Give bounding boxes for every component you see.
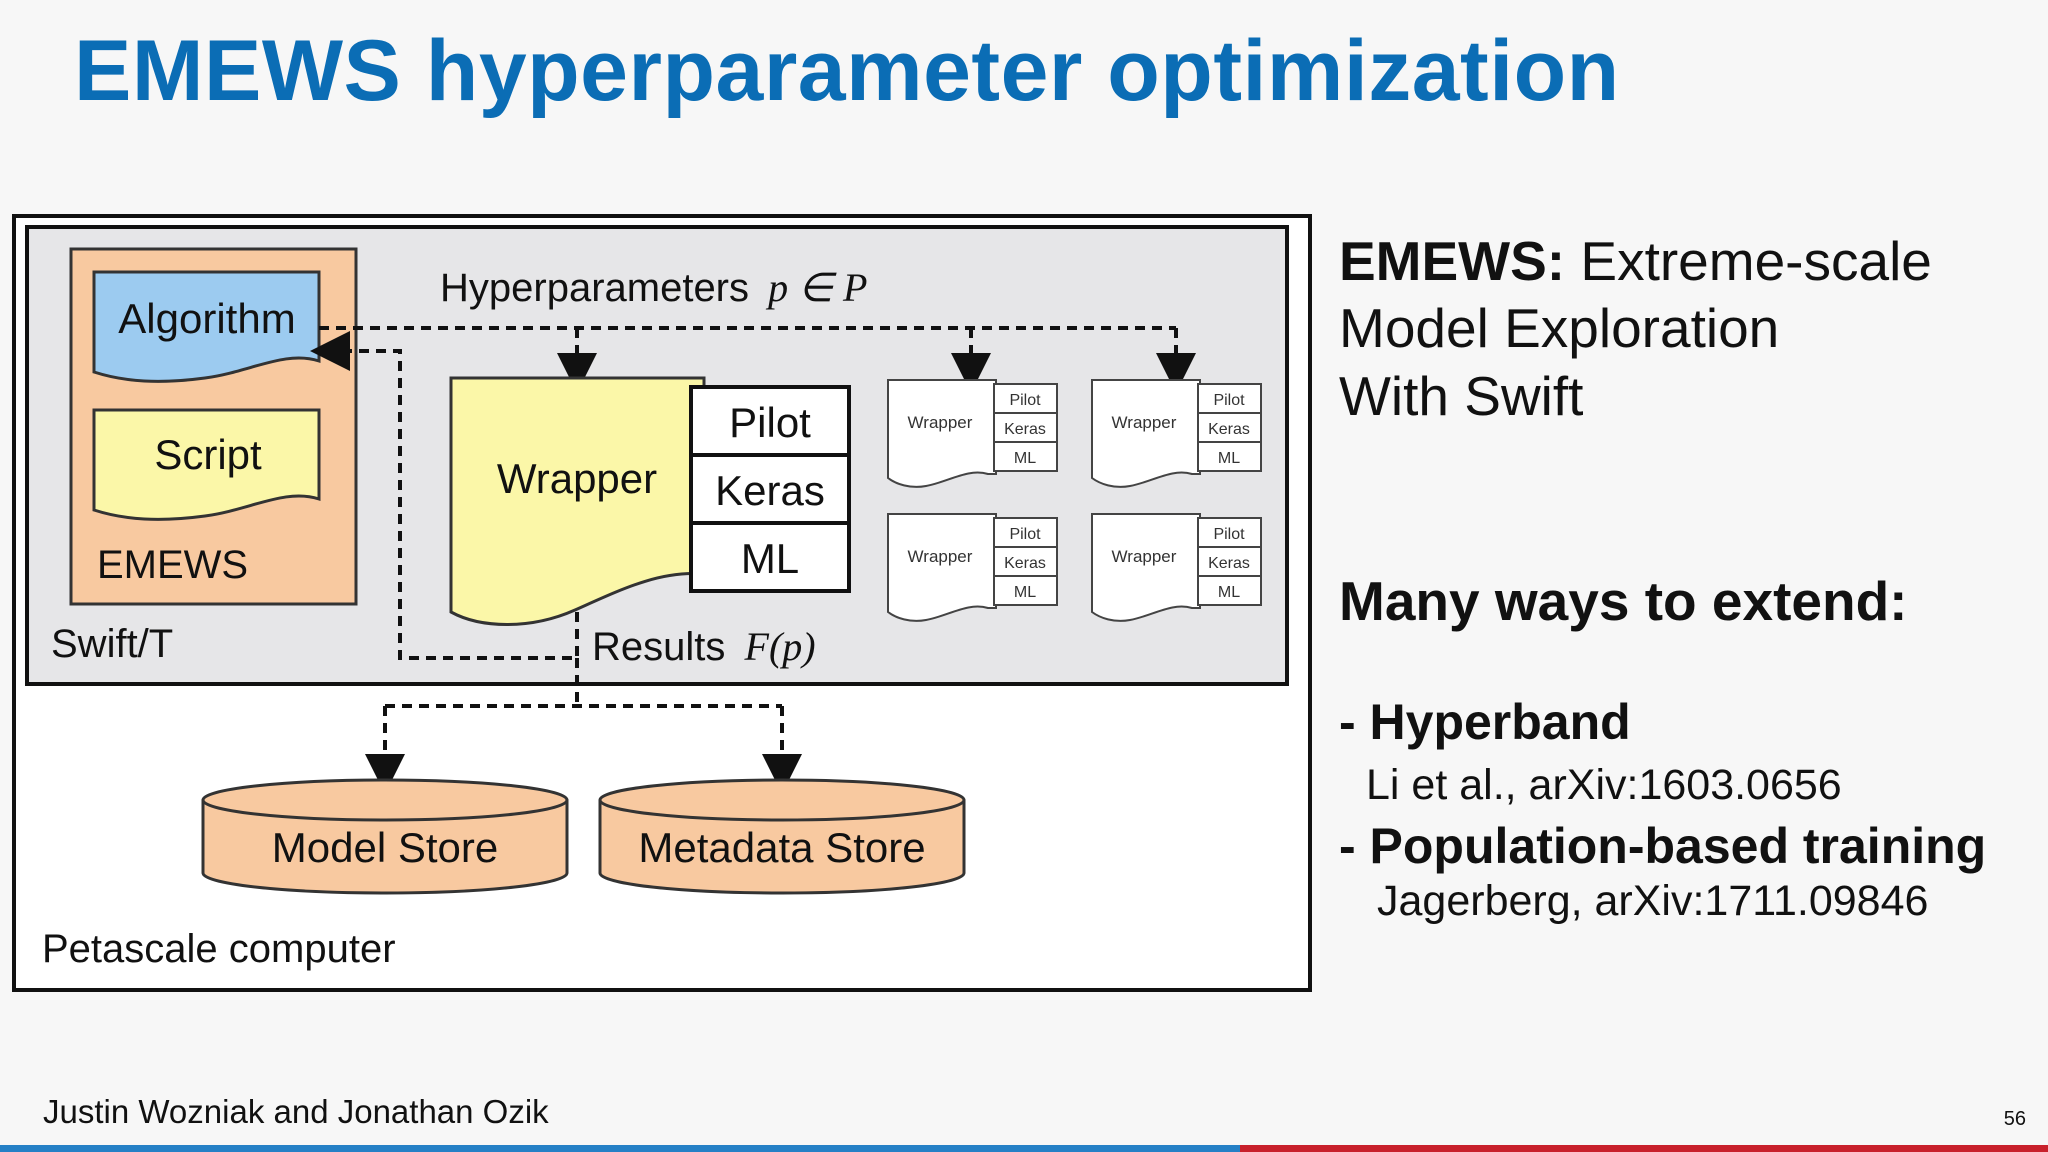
svg-text:Keras: Keras: [1004, 421, 1046, 438]
algorithm-label: Algorithm: [118, 295, 295, 342]
svg-text:Keras: Keras: [1208, 421, 1250, 438]
svg-text:ML: ML: [1218, 450, 1240, 467]
svg-text:Keras: Keras: [1208, 555, 1250, 572]
emews-definition-line1: EMEWS: Extreme-scale: [1339, 229, 1932, 293]
svg-text:Keras: Keras: [1004, 555, 1046, 572]
svg-text:ML: ML: [1014, 584, 1036, 601]
wrapper-document: [449, 376, 706, 626]
footer-bar-blue: [0, 1145, 1240, 1152]
wrapper-instance: Wrapper Pilot Keras ML: [887, 379, 1058, 488]
ml-box: [689, 521, 851, 593]
keras-label: Keras: [715, 467, 825, 514]
metadata-store-cylinder: [598, 778, 966, 895]
metadata-store-label: Metadata Store: [638, 824, 925, 871]
emews-definition-line3: With Swift: [1339, 365, 1584, 427]
svg-text:Pilot: Pilot: [1009, 526, 1041, 543]
extend-heading: Many ways to extend:: [1339, 570, 1908, 632]
wrapper-label: Wrapper: [497, 455, 657, 502]
pbt-item: - Population-based training: [1339, 818, 1987, 874]
swift-t-label: Swift/T: [51, 622, 173, 666]
svg-text:Pilot: Pilot: [1213, 392, 1245, 409]
keras-box: [689, 453, 851, 525]
pbt-reference: Jagerberg, arXiv:1711.09846: [1377, 877, 1929, 925]
footer-bar-red: [1240, 1145, 2048, 1152]
pilot-box: [689, 385, 851, 457]
hyperband-item: - Hyperband: [1339, 694, 1631, 750]
emews-architecture-diagram: Algorithm Script EMEWS Swift/T Hyperpara…: [12, 214, 1312, 992]
petascale-computer-label: Petascale computer: [42, 927, 396, 971]
slide-number: 56: [2003, 1108, 2026, 1130]
emews-definition-line2: Model Exploration: [1339, 297, 1780, 359]
svg-text:Wrapper: Wrapper: [1112, 413, 1177, 432]
slide-title: EMEWS hyperparameter optimization: [74, 23, 1620, 119]
wrapper-instance: Wrapper Pilot Keras ML: [1091, 513, 1262, 622]
svg-text:Wrapper: Wrapper: [908, 547, 973, 566]
wrapper-instance: Wrapper Pilot Keras ML: [1091, 379, 1262, 488]
emews-acronym: EMEWS:: [1339, 230, 1566, 292]
hyperparameters-label: Hyperparameters p ∈ P: [440, 265, 867, 310]
svg-text:Wrapper: Wrapper: [1112, 547, 1177, 566]
emews-expansion-part1: Extreme-scale: [1580, 230, 1932, 292]
svg-text:ML: ML: [1014, 450, 1036, 467]
hyperband-reference: Li et al., arXiv:1603.0656: [1366, 761, 1842, 809]
ml-label: ML: [741, 535, 799, 582]
emews-label: EMEWS: [97, 543, 248, 587]
model-store-cylinder: [201, 778, 569, 895]
algorithm-document: [92, 270, 321, 383]
results-feedback-line: [310, 331, 579, 660]
svg-text:Pilot: Pilot: [1009, 392, 1041, 409]
pilot-label: Pilot: [729, 399, 811, 446]
wrapper-instance: Wrapper Pilot Keras ML: [887, 513, 1058, 622]
svg-text:Pilot: Pilot: [1213, 526, 1245, 543]
svg-text:Wrapper: Wrapper: [908, 413, 973, 432]
results-label: Results F(p): [592, 624, 816, 669]
model-store-label: Model Store: [272, 824, 498, 871]
script-label: Script: [154, 431, 262, 478]
svg-text:ML: ML: [1218, 584, 1240, 601]
footer-author: Justin Wozniak and Jonathan Ozik: [43, 1093, 549, 1130]
results-to-stores-line: [385, 658, 782, 708]
script-document: [92, 408, 321, 521]
